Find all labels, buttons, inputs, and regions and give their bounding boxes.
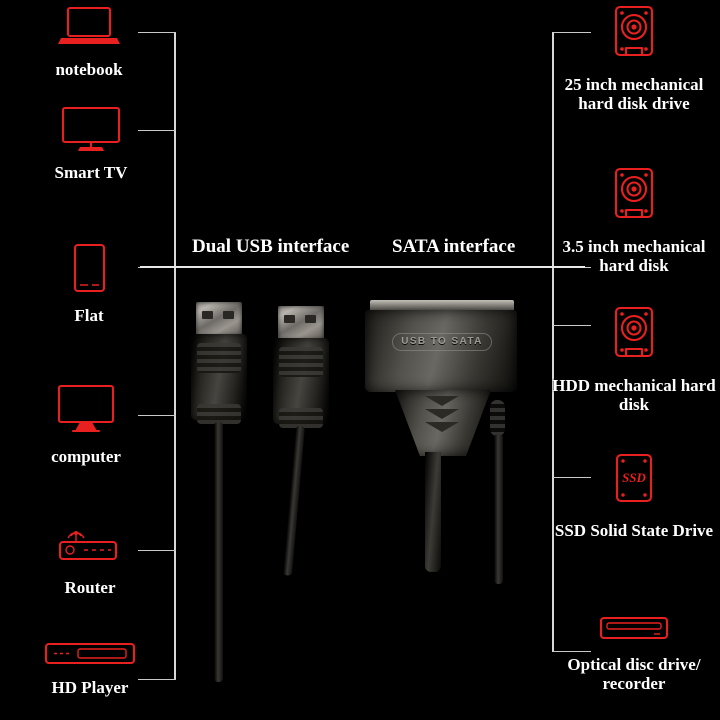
device-label: Flat bbox=[74, 306, 104, 325]
left-tick-computer bbox=[138, 415, 176, 416]
tablet-icon bbox=[67, 242, 111, 301]
hard-disk-icon bbox=[608, 4, 660, 69]
router-icon bbox=[52, 528, 128, 573]
device-label: HDD mechanical hard disk bbox=[552, 376, 716, 415]
device-35-inch-hdd[interactable]: 3.5 inch mechanical hard disk bbox=[548, 166, 720, 275]
right-tick-optical bbox=[553, 651, 591, 652]
device-label: 25 inch mechanical hard disk drive bbox=[564, 75, 704, 114]
desktop-monitor-icon bbox=[51, 383, 121, 442]
device-label: 3.5 inch mechanical hard disk bbox=[562, 237, 706, 276]
device-optical-drive[interactable]: Optical disc drive/ recorder bbox=[548, 614, 720, 693]
dual-usb-interface-label: Dual USB interface bbox=[192, 236, 350, 257]
device-flat[interactable]: Flat bbox=[36, 242, 142, 325]
sata-interface-label: SATA interface bbox=[392, 236, 516, 257]
hard-disk-icon bbox=[608, 166, 660, 231]
device-router[interactable]: Router bbox=[35, 528, 145, 597]
device-smart-tv[interactable]: Smart TV bbox=[30, 105, 152, 182]
left-tick-router bbox=[138, 550, 176, 551]
ssd-icon: SSD bbox=[608, 452, 660, 515]
left-tick-smarttv bbox=[138, 130, 176, 131]
device-emboss-label: USB TO SATA bbox=[392, 333, 492, 351]
left-tick-hdplayer bbox=[138, 679, 176, 680]
device-25-inch-hdd[interactable]: 25 inch mechanical hard disk drive bbox=[548, 4, 720, 113]
device-ssd[interactable]: SSD SSD Solid State Drive bbox=[548, 452, 720, 540]
device-hdd-mechanical[interactable]: HDD mechanical hard disk bbox=[548, 305, 720, 414]
right-tick-ssd bbox=[553, 477, 591, 478]
left-spine bbox=[174, 32, 176, 680]
hard-disk-icon bbox=[608, 305, 660, 370]
optical-drive-icon bbox=[596, 614, 672, 649]
left-tick-notebook bbox=[138, 32, 176, 33]
right-tick-hdd bbox=[553, 325, 591, 326]
device-label: computer bbox=[51, 447, 121, 466]
laptop-icon bbox=[57, 4, 121, 55]
device-notebook[interactable]: notebook bbox=[28, 4, 150, 79]
sata-leader-rule bbox=[420, 266, 585, 268]
device-label: notebook bbox=[55, 60, 123, 79]
right-spine bbox=[552, 32, 554, 652]
ssd-icon-text: SSD bbox=[622, 470, 646, 485]
device-label: Router bbox=[64, 578, 116, 597]
device-hd-player[interactable]: HD Player bbox=[28, 640, 152, 697]
device-label: Optical disc drive/ recorder bbox=[567, 655, 701, 694]
device-label: SSD Solid State Drive bbox=[554, 521, 714, 540]
usb-leader-rule bbox=[140, 266, 430, 268]
television-icon bbox=[58, 105, 124, 158]
media-player-icon bbox=[42, 640, 138, 673]
right-tick-25inch bbox=[553, 32, 591, 33]
device-computer[interactable]: computer bbox=[22, 383, 150, 466]
device-label: Smart TV bbox=[54, 163, 128, 182]
device-label: HD Player bbox=[51, 678, 129, 697]
